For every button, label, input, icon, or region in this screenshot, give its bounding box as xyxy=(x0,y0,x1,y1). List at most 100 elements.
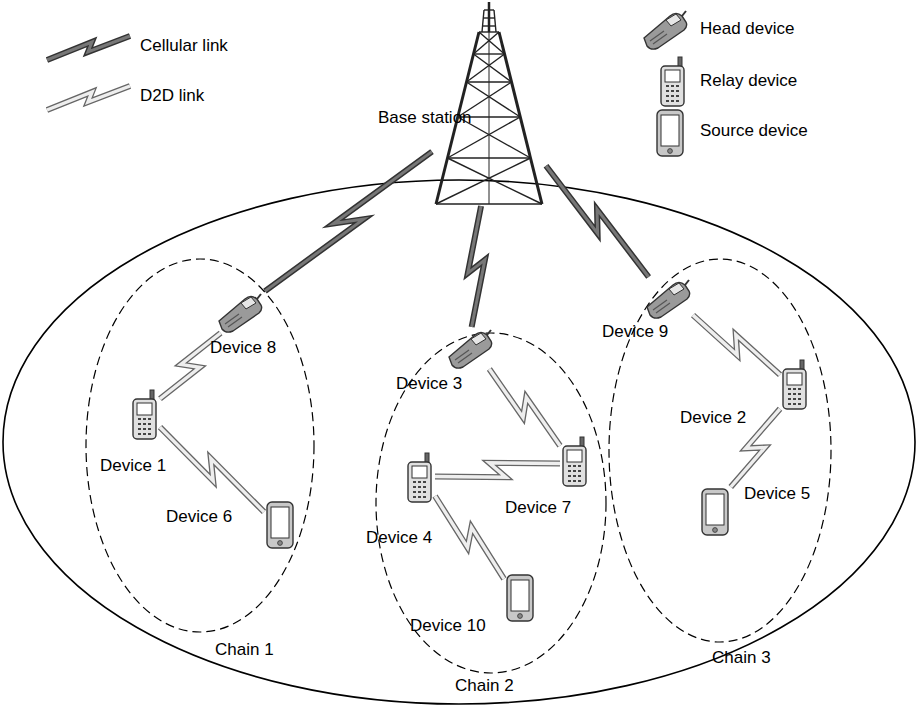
link-core xyxy=(489,369,560,446)
device-label: Device 3 xyxy=(396,374,462,394)
device-label: Device 6 xyxy=(166,507,232,527)
source-device: Device 6 xyxy=(264,500,296,550)
head-device: Device 9 xyxy=(643,277,693,319)
link-core xyxy=(435,496,504,579)
source-device: Device 10 xyxy=(504,573,536,623)
link-outline xyxy=(693,315,780,375)
legend-text: Relay device xyxy=(700,71,797,91)
link-core xyxy=(160,427,264,512)
tower-strut xyxy=(467,54,505,82)
link-outline xyxy=(265,152,432,292)
link-outline xyxy=(435,463,560,477)
chain-label: Chain 2 xyxy=(455,676,514,696)
relay-shape xyxy=(130,389,160,441)
d2d-link xyxy=(435,496,504,579)
tower-strut xyxy=(482,25,496,26)
relay-device: Device 7 xyxy=(560,436,590,488)
tower-strut xyxy=(499,32,542,204)
link-core xyxy=(265,152,432,292)
tower-strut xyxy=(479,32,505,54)
tower-strut xyxy=(494,10,496,32)
d2d-link xyxy=(693,315,780,375)
d2d-link xyxy=(489,369,560,446)
tower-strut xyxy=(474,32,500,54)
drawing-part xyxy=(657,110,683,156)
link-core xyxy=(546,166,649,277)
drawing-part xyxy=(47,36,130,60)
chain-outline xyxy=(609,259,831,642)
drawing-part xyxy=(47,86,130,110)
source-icon xyxy=(702,489,728,535)
source-shape xyxy=(504,573,536,623)
source-device: Device 5 xyxy=(699,487,731,537)
head-shape xyxy=(445,327,495,369)
head-shape xyxy=(643,277,693,319)
cellular-link xyxy=(546,166,649,277)
drawing-part xyxy=(47,36,130,60)
link-core xyxy=(435,463,560,477)
relay-device: Device 4 xyxy=(405,452,435,504)
link-outline xyxy=(160,427,264,512)
drawing-part xyxy=(644,11,687,49)
tower-strut xyxy=(436,158,531,204)
link-outline xyxy=(468,206,485,327)
legend-text: D2D link xyxy=(140,86,204,106)
d2d-link xyxy=(435,463,560,477)
head-icon xyxy=(449,330,492,368)
relay-icon xyxy=(408,453,431,502)
legend-text: Head device xyxy=(700,19,795,39)
tower-strut xyxy=(448,158,543,204)
cellular-link xyxy=(468,206,485,327)
device-label: Device 2 xyxy=(680,408,746,428)
chain-shape xyxy=(608,258,832,643)
tower-strut xyxy=(474,54,512,82)
drawing-part xyxy=(3,180,915,704)
chain-outline xyxy=(376,333,606,673)
head-icon xyxy=(647,280,690,318)
device-label: Device 8 xyxy=(210,338,276,358)
chain-label: Chain 1 xyxy=(215,640,274,660)
relay-icon xyxy=(563,437,586,486)
relay-shape xyxy=(405,452,435,504)
source-icon xyxy=(507,575,533,621)
chain-outline xyxy=(86,259,314,632)
cellular-link xyxy=(265,152,432,292)
link-outline xyxy=(435,496,504,579)
head-device: Device 3 xyxy=(445,327,495,369)
legend-text: Cellular link xyxy=(140,36,228,56)
relay-icon xyxy=(783,360,806,409)
tower-strut xyxy=(483,17,495,18)
relay-device: Device 1 xyxy=(130,389,160,441)
chain-region: Chain 2Device 3Device 7Device 4Device 10 xyxy=(375,332,607,674)
head-device: Device 8 xyxy=(215,291,265,333)
device-label: Device 9 xyxy=(602,322,668,342)
chain-region: Chain 3Device 9Device 2Device 5 xyxy=(608,258,832,643)
drawing-part xyxy=(661,57,684,106)
head-shape xyxy=(215,291,265,333)
link-core xyxy=(693,315,780,375)
drawing-part xyxy=(47,86,130,110)
source-shape xyxy=(264,500,296,550)
tower-strut xyxy=(484,9,494,10)
base-station: Base station xyxy=(432,2,546,206)
relay-shape xyxy=(560,436,590,488)
device-label: Device 7 xyxy=(505,498,571,518)
link-core xyxy=(468,206,485,327)
link-outline xyxy=(546,166,649,277)
head-icon xyxy=(219,294,262,332)
device-label: Device 1 xyxy=(100,456,166,476)
device-label: Device 10 xyxy=(410,616,486,636)
chain-region: Chain 1Device 8Device 1Device 6 xyxy=(85,258,315,633)
relay-icon xyxy=(133,390,156,439)
legend-text: Source device xyxy=(700,121,808,141)
link-outline xyxy=(489,369,560,446)
tower-strut xyxy=(482,10,484,32)
relay-device: Device 2 xyxy=(780,359,810,411)
source-icon xyxy=(267,502,293,548)
device-label: Device 4 xyxy=(366,528,432,548)
d2d-link xyxy=(160,427,264,512)
relay-shape xyxy=(780,359,810,411)
chain-shape xyxy=(85,258,315,633)
tower-shape xyxy=(432,2,546,206)
